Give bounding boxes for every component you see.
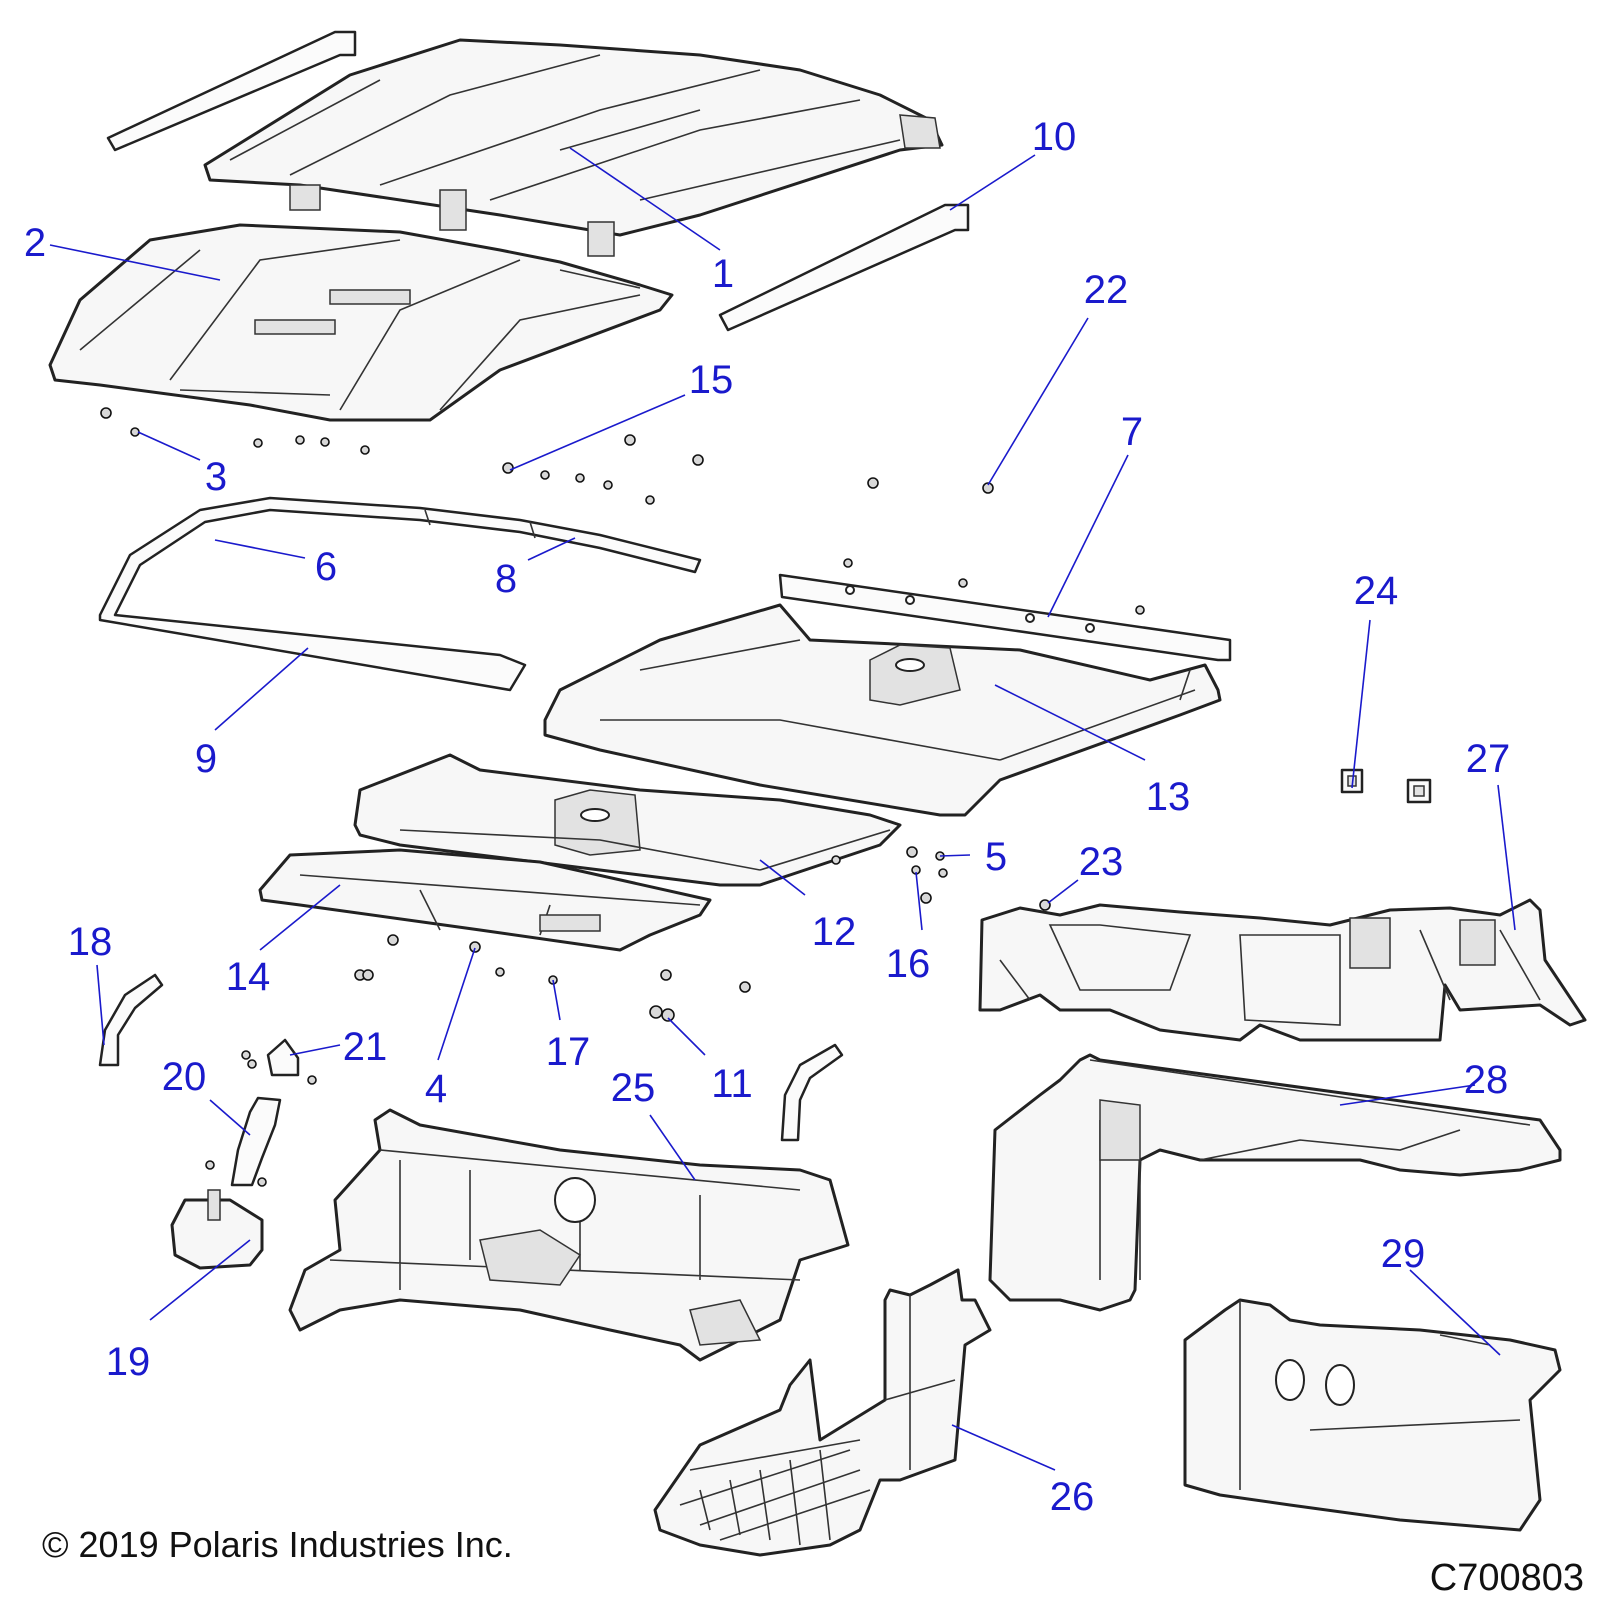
callout-1: 1 bbox=[712, 252, 734, 296]
part-roof-outer bbox=[203, 38, 944, 257]
part-footwell-mat bbox=[653, 1268, 992, 1557]
callout-10: 10 bbox=[1032, 115, 1077, 159]
callout-12: 12 bbox=[812, 910, 857, 954]
part-cross-bar bbox=[778, 558, 1232, 662]
leader-28 bbox=[1339, 1084, 1476, 1106]
callout-9: 9 bbox=[195, 737, 217, 781]
part-floor-panel bbox=[353, 753, 902, 887]
callout-14: 14 bbox=[226, 955, 271, 999]
part-rear-panel-lower bbox=[1183, 1298, 1562, 1532]
leader-26 bbox=[951, 1424, 1056, 1471]
leader-19 bbox=[149, 1239, 251, 1321]
part-dash-firewall bbox=[288, 1108, 850, 1362]
callout-18: 18 bbox=[68, 920, 113, 964]
part-windshield-seal bbox=[98, 496, 702, 692]
callout-17: 17 bbox=[546, 1030, 591, 1074]
callout-23: 23 bbox=[1079, 840, 1124, 884]
callout-6: 6 bbox=[315, 545, 337, 589]
callout-24: 24 bbox=[1354, 569, 1399, 613]
leader-10 bbox=[949, 154, 1036, 211]
leader-17 bbox=[552, 979, 561, 1021]
callout-22: 22 bbox=[1084, 268, 1129, 312]
leader-lines bbox=[49, 147, 1516, 1471]
leader-3 bbox=[137, 431, 201, 461]
leader-4 bbox=[437, 947, 476, 1061]
leader-7 bbox=[1047, 454, 1129, 618]
callout-5: 5 bbox=[985, 835, 1007, 879]
part-clips bbox=[1340, 768, 1432, 804]
callout-27: 27 bbox=[1466, 737, 1511, 781]
leader-12 bbox=[759, 859, 806, 896]
part-rear-view-mirror bbox=[170, 1189, 264, 1270]
leader-16 bbox=[915, 871, 923, 931]
part-trim-strip-left bbox=[98, 973, 164, 1067]
part-rear-bulkhead bbox=[988, 1053, 1562, 1312]
callout-29: 29 bbox=[1381, 1232, 1426, 1276]
part-roof-rails bbox=[106, 30, 970, 332]
part-dash-frame bbox=[978, 898, 1587, 1042]
part-mirror-bracket bbox=[241, 1038, 317, 1085]
leader-14 bbox=[259, 884, 341, 951]
leader-24 bbox=[1351, 619, 1371, 789]
copyright-text: © 2019 Polaris Industries Inc. bbox=[42, 1524, 513, 1565]
part-screw bbox=[1039, 899, 1051, 911]
callout-16: 16 bbox=[886, 942, 931, 986]
leader-21 bbox=[289, 1044, 341, 1056]
leader-18 bbox=[96, 964, 105, 1046]
callout-20: 20 bbox=[162, 1055, 207, 1099]
part-trim-strip-right bbox=[780, 1043, 844, 1142]
callout-15: 15 bbox=[689, 358, 734, 402]
figure-code: C700803 bbox=[1430, 1557, 1584, 1599]
leader-8 bbox=[527, 537, 576, 561]
part-headliner bbox=[48, 223, 674, 422]
callout-3: 3 bbox=[205, 455, 227, 499]
leader-11 bbox=[667, 1017, 706, 1056]
fasteners-roof bbox=[100, 407, 994, 505]
leader-29 bbox=[1409, 1269, 1501, 1356]
leader-22 bbox=[987, 317, 1089, 486]
part-mirror-arm bbox=[205, 1096, 282, 1187]
callout-21: 21 bbox=[343, 1025, 388, 1069]
leader-1 bbox=[569, 147, 721, 251]
leader-2 bbox=[49, 244, 221, 281]
leader-9 bbox=[214, 647, 309, 731]
callout-26: 26 bbox=[1050, 1475, 1095, 1519]
leader-25 bbox=[649, 1114, 696, 1181]
callout-28: 28 bbox=[1464, 1058, 1509, 1102]
leader-5 bbox=[939, 854, 971, 857]
leader-27 bbox=[1497, 784, 1516, 931]
leader-13 bbox=[994, 684, 1146, 761]
callout-8: 8 bbox=[495, 557, 517, 601]
callout-11: 11 bbox=[711, 1062, 753, 1106]
callout-19: 19 bbox=[106, 1340, 151, 1384]
callout-labels: 1 2 3 4 5 6 7 8 9 10 11 12 13 14 15 16 1… bbox=[24, 115, 1510, 1519]
callout-7: 7 bbox=[1121, 410, 1143, 454]
callout-4: 4 bbox=[425, 1067, 447, 1111]
callout-2: 2 bbox=[24, 221, 46, 265]
leader-6 bbox=[214, 539, 306, 559]
part-dash-top bbox=[258, 848, 712, 952]
part-rear-panel bbox=[543, 603, 1222, 817]
callout-13: 13 bbox=[1146, 775, 1191, 819]
callout-25: 25 bbox=[611, 1066, 656, 1110]
leader-15 bbox=[509, 394, 686, 471]
leader-20 bbox=[209, 1099, 251, 1136]
leader-23 bbox=[1047, 879, 1079, 904]
